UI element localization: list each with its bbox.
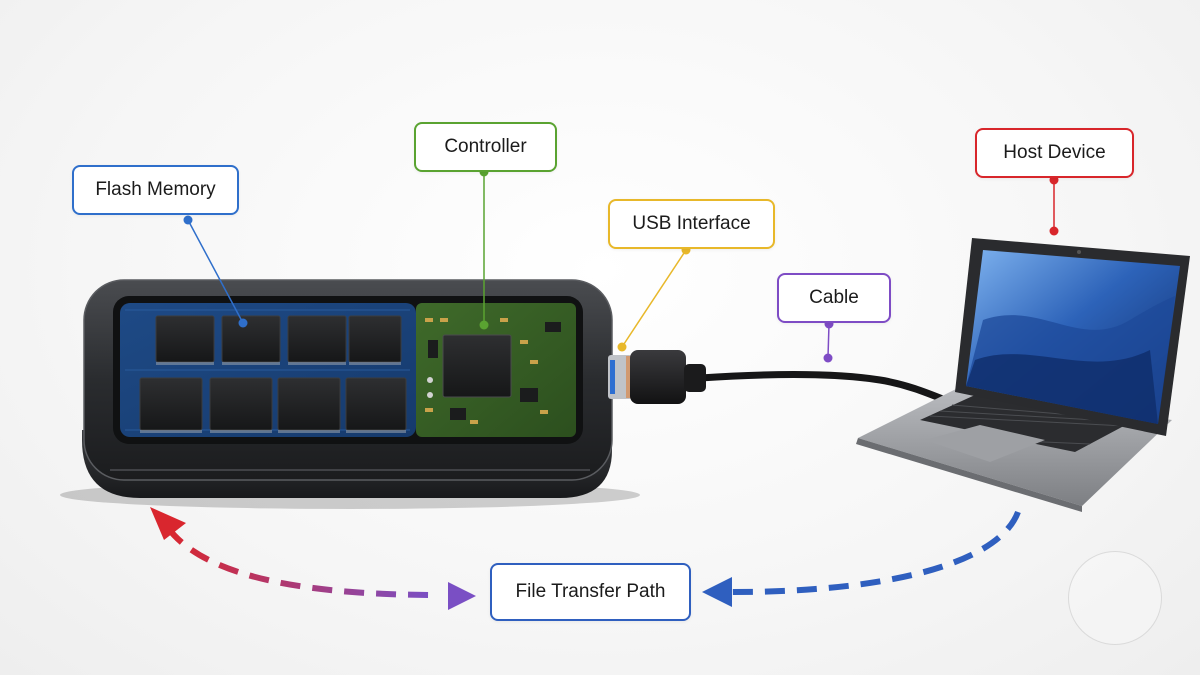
- transfer-arrow-right: [702, 510, 1021, 607]
- leader-cable: [823, 319, 834, 363]
- cable-label: Cable: [777, 273, 891, 323]
- file-transfer-path-label: File Transfer Path: [490, 563, 691, 621]
- leader-usb-interface: [617, 245, 691, 352]
- portable-ssd-icon: [60, 279, 640, 509]
- usb-interface-label: USB Interface: [608, 199, 775, 249]
- leader-flash-memory: [183, 215, 248, 328]
- leader-host-device: [1049, 175, 1059, 236]
- flash-memory-label: Flash Memory: [72, 165, 239, 215]
- laptop-icon: [856, 238, 1190, 512]
- arrowhead-to-ssd-icon: [150, 507, 186, 540]
- watermark-badge-icon: [1068, 551, 1162, 645]
- usb-cable-icon: [608, 350, 949, 404]
- arrowhead-to-path-label-blue-icon: [702, 577, 732, 607]
- arrowhead-to-path-label-icon: [448, 582, 476, 610]
- transfer-arrow-left: [150, 507, 476, 610]
- controller-label: Controller: [414, 122, 557, 172]
- host-device-label: Host Device: [975, 128, 1134, 178]
